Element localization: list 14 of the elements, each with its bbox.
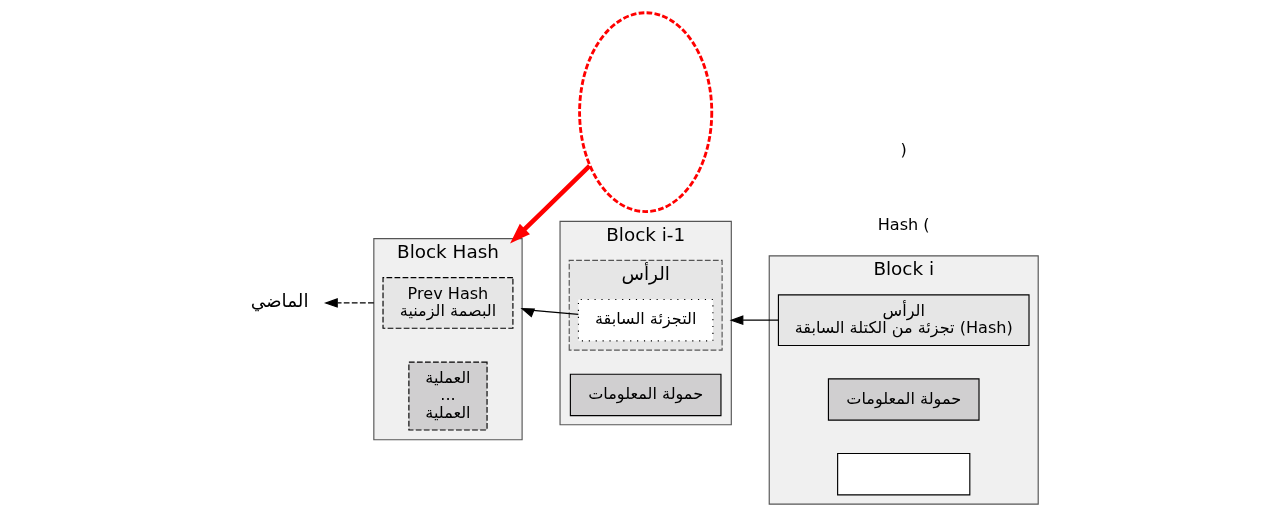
arrow xyxy=(520,307,579,318)
node-box: الرأس تجزئة من الكتلة السابقة (Hash) xyxy=(777,294,1030,347)
node-text: الماضي xyxy=(250,290,308,312)
node-box: حمولة المعلومات xyxy=(569,373,722,417)
label: Hash ( xyxy=(877,215,930,235)
node-box xyxy=(836,452,970,496)
label: ) xyxy=(900,140,907,160)
arrow xyxy=(509,164,591,244)
arrow xyxy=(323,298,374,308)
node-box: التجزئة السابقة xyxy=(577,298,713,342)
arrow xyxy=(729,315,779,326)
node-ellipse xyxy=(577,11,713,213)
node-box: حمولة المعلومات xyxy=(827,378,980,421)
node-box: العملية ... العملية xyxy=(407,361,488,431)
